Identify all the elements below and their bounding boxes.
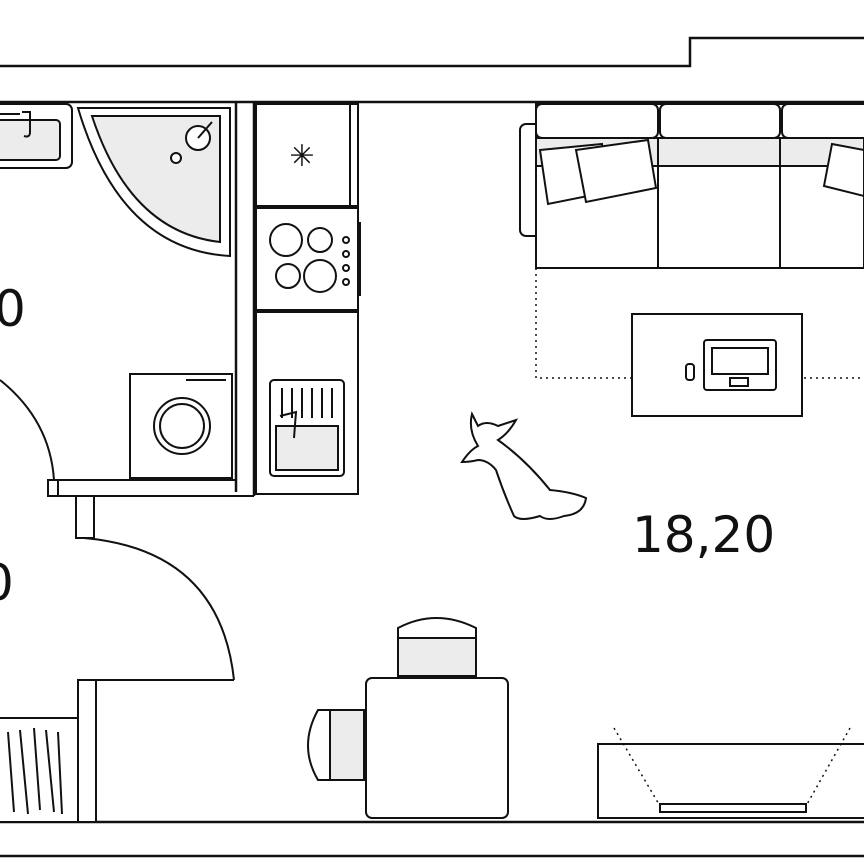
kitchen-sink (269, 379, 345, 477)
coffee-table (631, 313, 803, 417)
fridge: ✳ (289, 139, 314, 174)
hallway-area: 0 (0, 554, 14, 612)
outer-walls (0, 36, 864, 858)
bathroom-partition (55, 102, 256, 539)
tv-stand (597, 727, 864, 819)
bath-sink (0, 103, 73, 169)
stove (269, 223, 350, 293)
bathroom-area: 0 (0, 280, 26, 338)
shoe-rack (0, 717, 79, 823)
bath-door (0, 379, 59, 497)
sofa (519, 103, 864, 269)
entry-door (77, 537, 235, 823)
chair-top (397, 617, 477, 677)
snowflake-icon: ✳ (289, 139, 314, 174)
chair-left (307, 709, 365, 781)
main-room-area: 18,20 (632, 506, 775, 564)
shower-tray (76, 107, 231, 258)
rug (535, 268, 864, 379)
dog-icon (460, 411, 588, 520)
dining-table (365, 677, 509, 819)
laptop-icon (703, 339, 777, 391)
washing-machine (129, 373, 233, 479)
